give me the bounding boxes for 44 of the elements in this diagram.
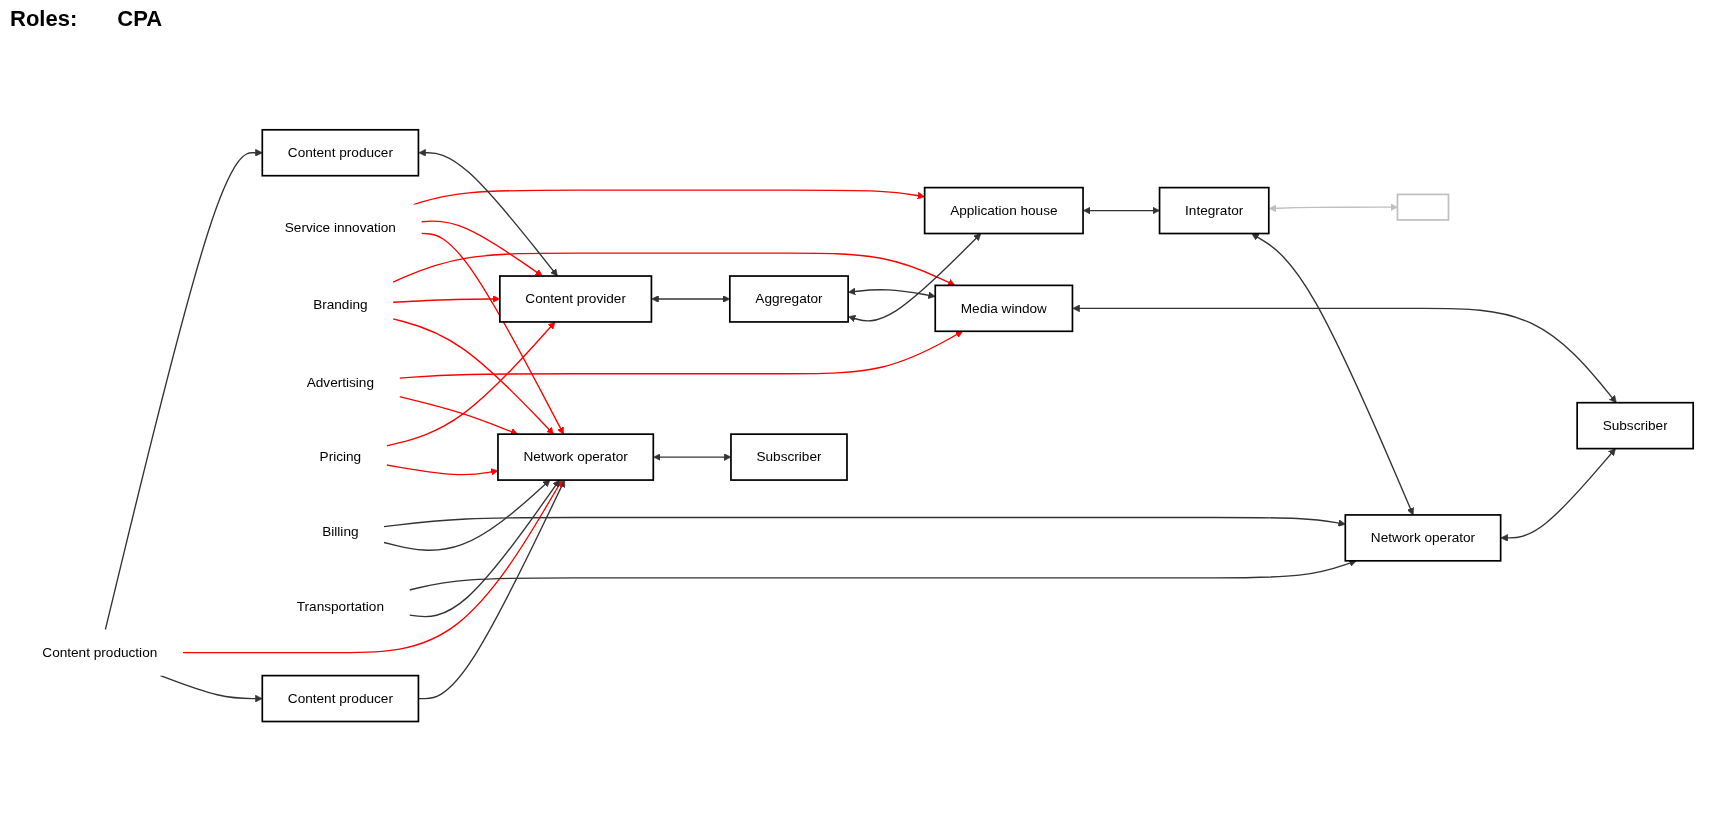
node-box: Network operator	[1344, 513, 1502, 562]
node-box: Integrator	[1158, 186, 1270, 235]
arrow	[398, 395, 518, 435]
arrow	[420, 220, 543, 277]
arrow	[1500, 448, 1616, 542]
arrow	[848, 287, 936, 299]
node-text: Pricing	[319, 449, 362, 464]
arrow	[392, 252, 956, 286]
node-box: Media window	[934, 284, 1074, 332]
node-box: Content producer	[261, 674, 420, 723]
arrow	[104, 148, 263, 631]
arrow	[1083, 206, 1160, 215]
node-box	[1396, 193, 1450, 221]
arrow	[1072, 304, 1617, 403]
arrow	[412, 189, 925, 206]
arrow	[1268, 203, 1398, 212]
node-box: Content producer	[261, 128, 420, 177]
arrow	[383, 479, 551, 551]
arrow	[848, 233, 982, 322]
arrow	[408, 559, 1357, 591]
node-text: Advertising	[306, 374, 375, 389]
heading-label: CPA	[117, 6, 163, 32]
node-text: Service innovation	[284, 219, 396, 235]
arrow	[408, 479, 560, 618]
node-text: Transportation	[296, 598, 384, 614]
node-box: Subscriber	[730, 433, 848, 481]
node-box: Aggregator	[728, 275, 849, 323]
heading-label: Roles:	[10, 6, 78, 32]
node-text: Branding	[313, 297, 368, 312]
arrow	[420, 232, 564, 435]
node-box: Network operator	[497, 433, 655, 481]
arrow	[392, 318, 554, 435]
node-text: Content production	[42, 644, 158, 660]
arrow	[159, 674, 263, 703]
arrow	[386, 321, 556, 447]
node-box: Content provider	[499, 275, 653, 323]
arrow	[383, 516, 1346, 528]
node-box: Subscriber	[1576, 401, 1695, 450]
node-box: Application house	[923, 186, 1084, 235]
arrow	[418, 148, 558, 277]
node-text: Billing	[322, 524, 359, 539]
arrow	[398, 330, 963, 379]
arrow	[1251, 233, 1414, 516]
arrow	[182, 479, 563, 654]
